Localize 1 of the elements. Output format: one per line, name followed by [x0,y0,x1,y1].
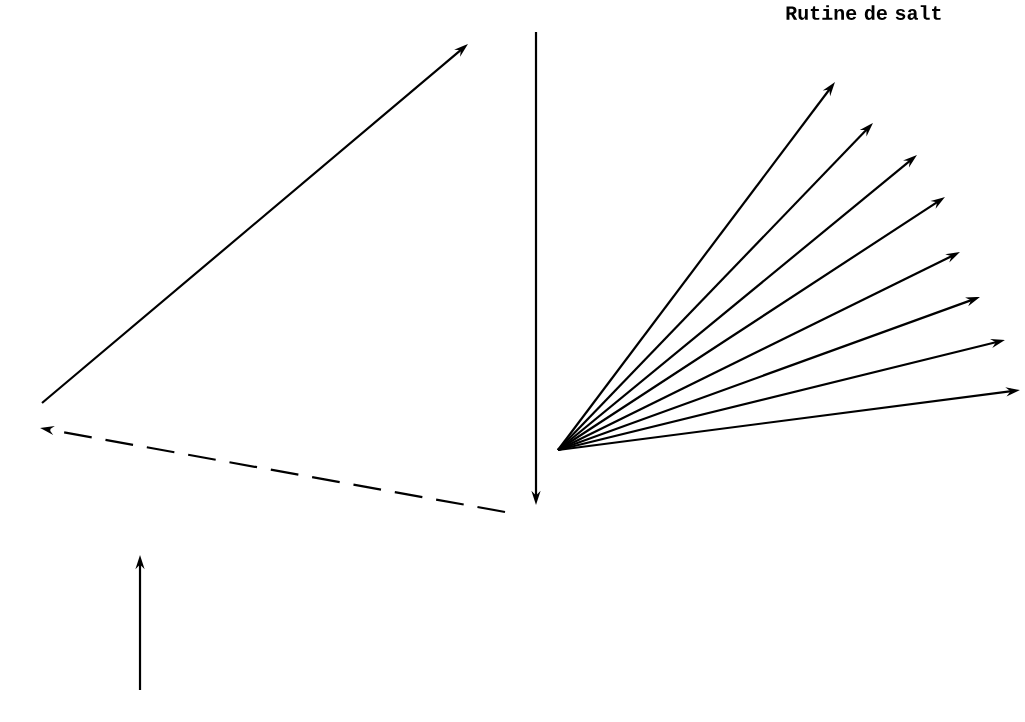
label: Rutine de salt [786,5,941,20]
